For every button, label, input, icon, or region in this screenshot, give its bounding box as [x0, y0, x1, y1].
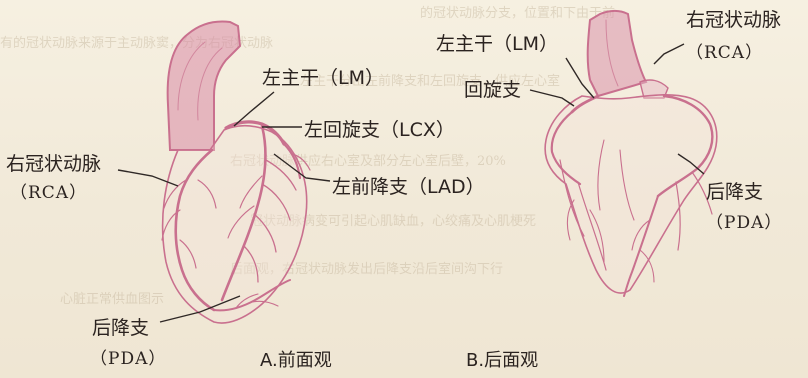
heart-outline-posterior	[545, 95, 717, 293]
label-lm-a: 左主干（LM）	[262, 67, 384, 89]
label-rca-name-b: 右冠状动脉	[686, 9, 781, 31]
label-rca-name-a: 右冠状动脉	[6, 153, 101, 175]
caption-b: B.后面观	[466, 350, 538, 371]
label-lm-b: 左主干（LM）	[436, 33, 558, 55]
label-pda-abbr-b: （PDA）	[706, 213, 782, 233]
caption-a: A.前面观	[260, 350, 332, 371]
label-lcx-b: 回旋支	[464, 79, 521, 101]
label-pda-abbr-a: （PDA）	[90, 349, 166, 369]
label-rca-abbr-b: （RCA）	[686, 43, 763, 63]
label-rca-abbr-a: （RCA）	[10, 183, 87, 203]
label-lad-a: 左前降支（LAD）	[332, 176, 485, 198]
label-pda-name-b: 后降支	[706, 181, 763, 203]
label-lcx-a: 左回旋支（LCX）	[304, 119, 455, 141]
label-pda-name-a: 后降支	[92, 317, 149, 339]
